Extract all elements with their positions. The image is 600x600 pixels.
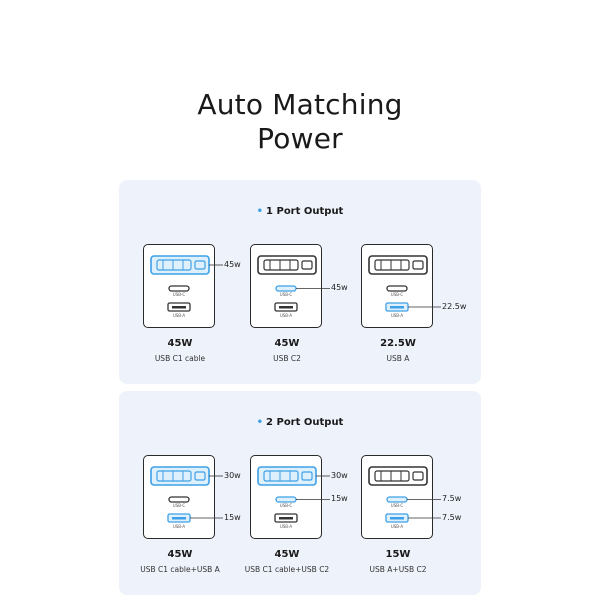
wattage-label-c2: 15w (331, 494, 348, 503)
wattage-label-a: 15w (224, 512, 241, 522)
charger-diagram (368, 466, 441, 523)
output-card: USB-C USB-A 45w 45W USB C2 (250, 244, 360, 374)
wattage-label-a: 7.5w (442, 512, 462, 522)
usb-c-port-icon (275, 285, 297, 292)
output-card: USB-C USB-A 30w 15w 45W USB C1 cable+USB A (140, 455, 253, 585)
charger-diagram (257, 466, 330, 523)
page-title: Auto Matching Power (0, 88, 600, 156)
output-card: USB-C USB-A 30w 15w 45W USB C1 cable+USB C2 (245, 455, 360, 585)
wattage-label-cable: 45w (224, 259, 241, 269)
output-card: USB-C USB-A 22.5w 22.5W USB A (361, 244, 471, 374)
usb-c-port-icon (168, 285, 190, 292)
usb-a-label: USB-A (390, 524, 404, 529)
cable-icon (368, 255, 428, 275)
usb-c-port-icon (386, 496, 408, 503)
cable-icon (150, 466, 210, 486)
usb-c-port-icon (168, 496, 190, 503)
total-wattage: 45W (274, 338, 300, 349)
usb-c-label: USB-C (172, 292, 186, 297)
usb-c-label: USB-C (172, 503, 186, 508)
usb-a-label: USB-A (172, 524, 186, 529)
panel-title: •1 Port Output (119, 206, 481, 217)
usb-a-label: USB-A (279, 313, 293, 318)
usb-c-label: USB-C (279, 503, 293, 508)
port-combination-label: USB C1 cable+USB A (140, 565, 220, 574)
port-combination-label: USB C1 cable+USB C2 (244, 565, 330, 574)
usb-a-label: USB-A (279, 524, 293, 529)
port-combination-label: USB A (386, 354, 410, 363)
title-line-2: Power (257, 122, 343, 155)
cable-icon (257, 466, 317, 486)
total-wattage: 22.5W (380, 338, 416, 349)
total-wattage: 45W (167, 338, 193, 349)
total-wattage: 45W (167, 549, 193, 560)
cable-icon (150, 255, 210, 275)
wattage-label-cable: 30w (224, 470, 241, 480)
port-combination-label: USB C2 (273, 354, 301, 363)
wattage-label-a: 22.5w (442, 301, 467, 311)
usb-c-label: USB-C (279, 292, 293, 297)
panel-title-text: 2 Port Output (266, 417, 344, 428)
panel-2-port-output: •2 Port Output USB-C USB-A 30w 15w 45W USB C1… (119, 391, 481, 595)
wattage-label-cable: 30w (331, 470, 348, 480)
usb-a-label: USB-A (172, 313, 186, 318)
output-card: USB-C USB-A 7.5w 7.5w 15W USB A+USB C2 (361, 455, 471, 585)
title-line-1: Auto Matching (197, 88, 403, 121)
bullet-dot-icon: • (256, 206, 264, 217)
wattage-label-c2: 7.5w (442, 494, 462, 503)
usb-c-port-icon (386, 285, 408, 292)
panel-title-text: 1 Port Output (266, 206, 344, 217)
cable-icon (257, 255, 317, 275)
total-wattage: 45W (274, 549, 300, 560)
usb-c-label: USB-C (390, 292, 404, 297)
charger-diagram (150, 255, 223, 312)
port-combination-label: USB C1 cable (154, 354, 206, 363)
panel-title: •2 Port Output (119, 417, 481, 428)
panel-1-port-output: •1 Port Output USB-C USB-A 45w 45W USB C1 ca… (119, 180, 481, 384)
charger-diagram (257, 255, 330, 312)
total-wattage: 15W (385, 549, 411, 560)
charger-diagram (150, 466, 223, 523)
output-card: USB-C USB-A 45w 45W USB C1 cable (143, 244, 253, 374)
usb-a-label: USB-A (390, 313, 404, 318)
cable-icon (368, 466, 428, 486)
port-combination-label: USB A+USB C2 (369, 565, 427, 574)
bullet-dot-icon: • (256, 417, 264, 428)
usb-c-port-icon (275, 496, 297, 503)
charger-diagram (368, 255, 441, 312)
usb-c-label: USB-C (390, 503, 404, 508)
wattage-label-c2: 45w (331, 283, 348, 292)
